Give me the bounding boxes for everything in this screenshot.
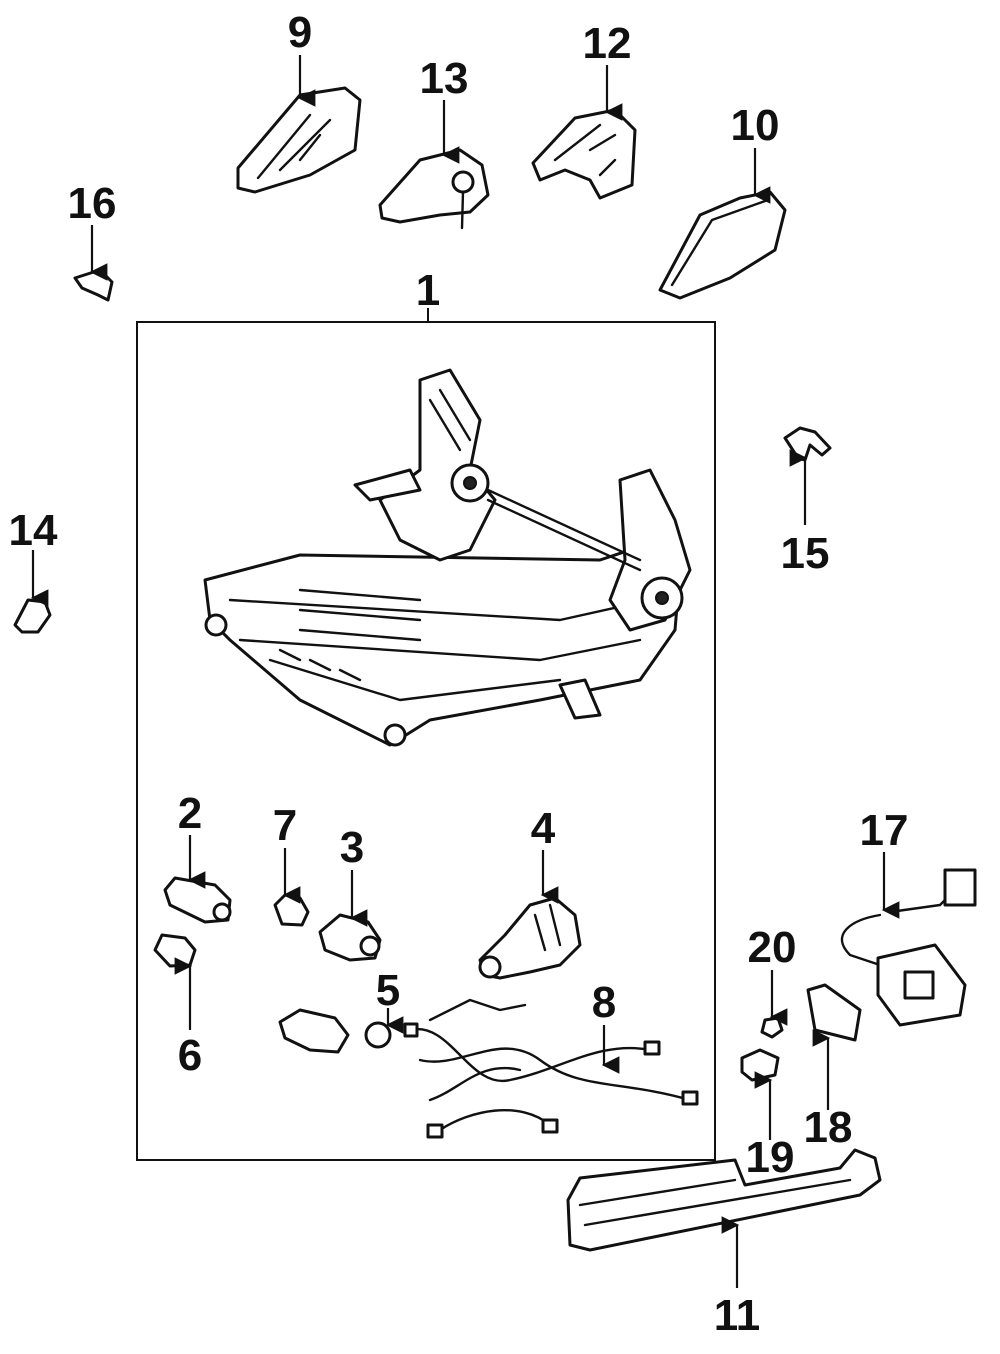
- callout-15: 15: [781, 529, 830, 578]
- part-3-motor: [318, 913, 382, 962]
- part-15-clip: [783, 426, 832, 462]
- part-10-cover: [658, 190, 787, 300]
- callout-1: 1: [416, 266, 440, 315]
- callout-8: 8: [592, 978, 616, 1027]
- callout-14: 14: [9, 506, 58, 555]
- callout-18: 18: [804, 1103, 853, 1152]
- callout-13: 13: [420, 54, 469, 103]
- part-7-switch: [273, 893, 310, 927]
- callout-6: 6: [178, 1031, 202, 1080]
- part-6-switch: [153, 933, 197, 968]
- part-2-switch: [163, 876, 232, 924]
- callout-17: 17: [860, 806, 909, 855]
- seat-adjuster-frame: [203, 368, 692, 747]
- part-12-cover: [531, 108, 637, 200]
- part-14-clip: [13, 598, 52, 634]
- callout-19: 19: [746, 1133, 795, 1182]
- callout-9: 9: [288, 8, 312, 57]
- callout-5: 5: [376, 966, 400, 1015]
- part-18-plate: [806, 983, 862, 1042]
- callout-20: 20: [748, 923, 797, 972]
- part-16-clip: [73, 268, 114, 302]
- part-19-cap: [740, 1048, 780, 1082]
- part-17-connector: [840, 868, 977, 1027]
- part-20-nut: [760, 1016, 784, 1039]
- callout-10: 10: [731, 101, 780, 150]
- part-8-wire-harness: [403, 998, 699, 1139]
- part-11-trim-panel: [566, 1148, 882, 1252]
- part-9-cover: [236, 86, 362, 194]
- part-5-sensor: [278, 1008, 392, 1054]
- callout-12: 12: [583, 19, 632, 68]
- callout-7: 7: [273, 801, 297, 850]
- part-4-motor: [478, 896, 582, 980]
- callout-11: 11: [714, 1291, 761, 1340]
- callout-4: 4: [531, 804, 556, 853]
- callout-2: 2: [178, 789, 202, 838]
- callout-3: 3: [340, 823, 364, 872]
- callout-16: 16: [68, 179, 117, 228]
- part-13-cover: [378, 148, 490, 230]
- assembly-frame-box: [136, 321, 716, 1161]
